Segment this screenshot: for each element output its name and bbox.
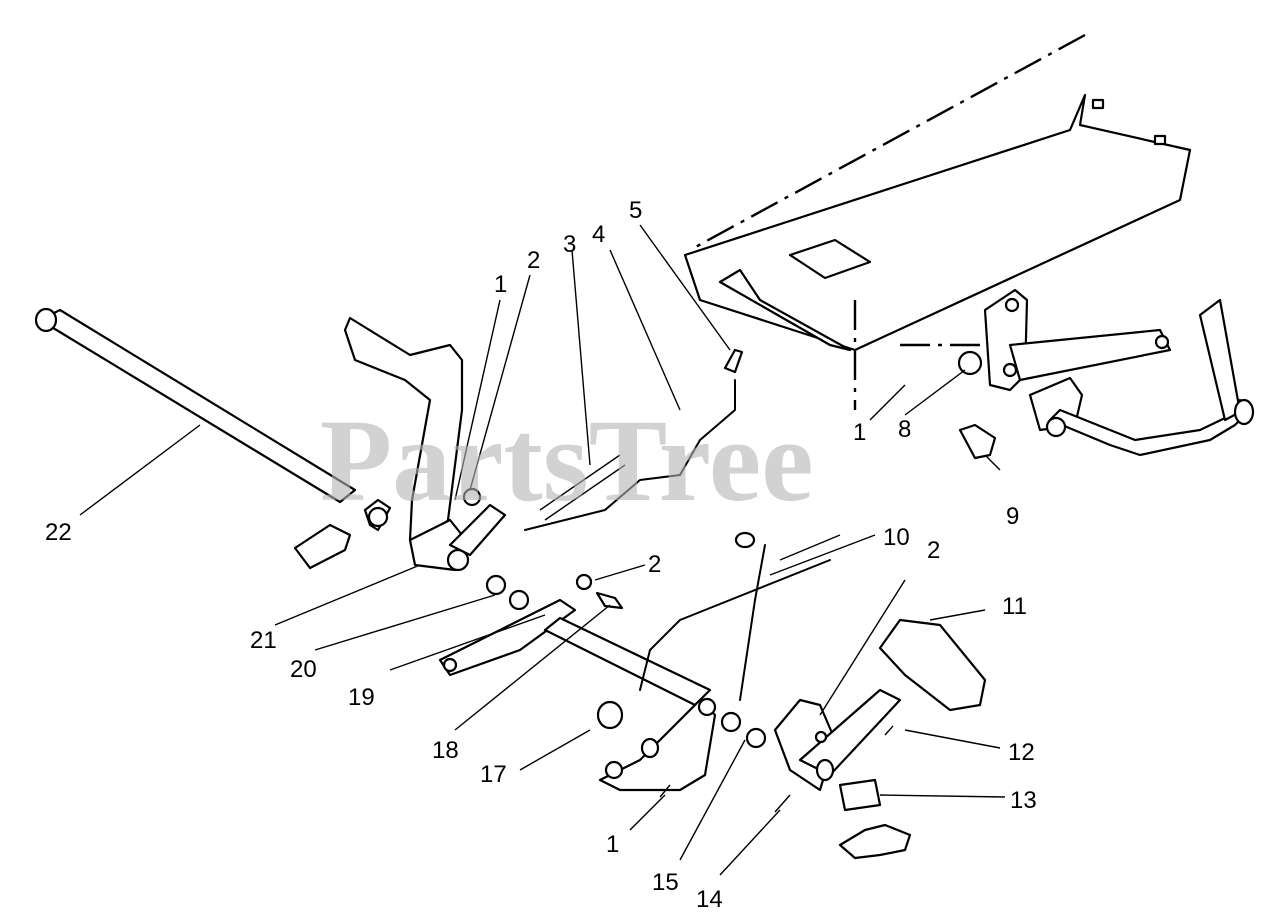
spring-link [524,348,744,531]
cross-shaft [438,531,841,792]
callout-18: 18 [432,737,459,764]
callout-20: 20 [290,656,317,683]
left-pedal [293,316,507,572]
callout-11: 11 [1002,593,1027,620]
callout-5: 5 [629,197,642,224]
callout-2: 2 [648,551,661,578]
watermark-text: PartsTree [320,395,814,526]
callout-9: 9 [1006,503,1019,530]
callout-13: 13 [1010,787,1037,814]
callouts: 1 2 3 4 5 1 8 9 10 2 11 2 22 21 20 19 18… [45,197,1037,913]
callout-1: 1 [606,831,619,858]
callout-21: 21 [250,627,277,654]
callout-15: 15 [652,869,679,896]
long-rod [34,307,357,504]
callout-1: 1 [853,419,866,446]
callout-22: 22 [45,519,72,546]
hardware [367,350,997,813]
callout-1: 1 [494,271,507,298]
callout-19: 19 [348,684,375,711]
callout-3: 3 [563,231,576,258]
callout-2: 2 [527,247,540,274]
right-pedal [773,618,987,860]
callout-14: 14 [696,886,723,913]
callout-12: 12 [1008,739,1035,766]
leader-lines [79,224,1006,876]
frame-deck [683,33,1192,410]
callout-10: 10 [883,524,910,551]
callout-2: 2 [927,537,940,564]
callout-4: 4 [592,221,605,248]
callout-17: 17 [480,761,507,788]
callout-8: 8 [898,416,911,443]
bracket-assembly [983,288,1255,457]
